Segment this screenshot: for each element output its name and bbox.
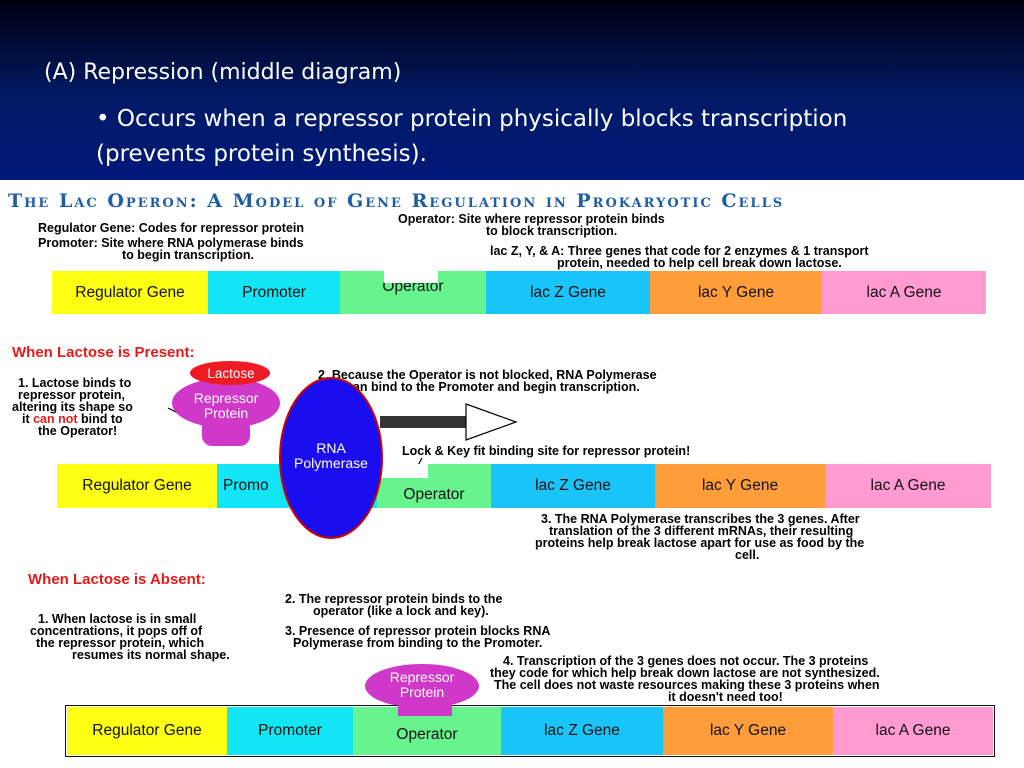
arrow-head: [465, 403, 518, 441]
absent-note1-line1: 1. When lactose is in small: [38, 612, 197, 626]
present-note2-line2: can bind to the Promoter and begin trans…: [346, 380, 640, 394]
note-regulator: Regulator Gene: Codes for repressor prot…: [38, 221, 305, 235]
absent-note3-line1: 3. Presence of repressor protein blocks …: [285, 624, 551, 638]
present-note1-line3: altering its shape so: [12, 400, 133, 414]
slide-header-background: [0, 0, 1024, 180]
rna-label-line2: Polymerase: [294, 455, 368, 471]
present-note2-line1: 2. Because the Operator is not blocked, …: [318, 368, 657, 382]
present-note1-bind-to: bind to: [77, 412, 123, 426]
gene-regulator-middle: Regulator Gene: [57, 464, 217, 508]
lactose-label: Lactose: [207, 366, 255, 381]
present-note1-line4: it can not bind to: [22, 412, 123, 426]
gene-lac-a-bottom: lac A Gene: [833, 707, 993, 755]
gene-regulator: Regulator Gene: [52, 271, 208, 314]
gene-lac-y-bottom: lac Y Gene: [663, 707, 833, 755]
slide-heading: (A) Repression (middle diagram): [44, 60, 402, 85]
slide-bullet: • Occurs when a repressor protein physic…: [96, 102, 996, 172]
present-note3-line2: translation of the 3 different mRNAs, th…: [549, 524, 854, 538]
note-lac-genes-1: lac Z, Y, & A: Three genes that code for…: [490, 244, 869, 258]
gene-lac-z-middle: lac Z Gene: [491, 464, 655, 508]
gene-lac-z: lac Z Gene: [486, 271, 650, 314]
absent-note1-line3: the repressor protein, which: [36, 636, 205, 650]
gene-promoter: Promoter: [208, 271, 340, 314]
gene-lac-a-middle: lac A Gene: [825, 464, 991, 508]
gene-lac-y: lac Y Gene: [650, 271, 822, 314]
present-note1-it: it: [22, 412, 34, 426]
absent-heading: When Lactose is Absent:: [28, 571, 206, 588]
bullet-line-2: (prevents protein synthesis).: [96, 141, 427, 167]
note-lac-genes-2: protein, needed to help cell break down …: [557, 256, 842, 270]
operator-open-site: [378, 464, 428, 478]
gene-lac-a: lac A Gene: [822, 271, 986, 314]
bullet-line-1: • Occurs when a repressor protein physic…: [96, 106, 848, 132]
operator-binding-notch: [384, 271, 438, 283]
note-promoter-2: to begin transcription.: [122, 248, 254, 262]
repressor-absent-line2: Protein: [399, 684, 445, 700]
rna-polymerase-label: RNA Polymerase: [272, 441, 390, 471]
repressor-label-line2: Protein: [203, 405, 249, 421]
note-operator-1: Operator: Site where repressor protein b…: [398, 212, 665, 226]
repressor-body: [172, 378, 280, 428]
lock-key-label: Lock & Key fit binding site for represso…: [402, 444, 691, 458]
present-note1-line5: the Operator!: [38, 424, 118, 438]
absent-note4-line4: it doesn't need too!: [668, 690, 783, 704]
repressor-lactose-complex: [167, 361, 280, 446]
arrow-shaft: [380, 416, 468, 428]
present-note3-line3: proteins help break lactose apart for us…: [535, 536, 865, 550]
present-note1-can-not: can not: [33, 412, 78, 426]
note-promoter-1: Promoter: Site where RNA polymerase bind…: [38, 236, 304, 250]
repressor-label-present: Repressor Protein: [170, 391, 282, 421]
lac-operon-diagram: The Lac Operon: A Model of Gene Regulati…: [0, 180, 1024, 768]
absent-note4-line1: 4. Transcription of the 3 genes does not…: [503, 654, 869, 668]
absent-note4-line2: they code for which help break down lact…: [490, 666, 880, 680]
repressor-body-bound: [365, 664, 479, 708]
transcription-arrow: [380, 403, 518, 441]
present-note3-line1: 3. The RNA Polymerase transcribes the 3 …: [541, 512, 860, 526]
gene-lac-y-middle: lac Y Gene: [655, 464, 825, 508]
lactose-molecule: [190, 361, 270, 385]
repressor-absent-line1: Repressor: [389, 669, 455, 685]
absent-note1-line2: concentrations, it pops off of: [30, 624, 203, 638]
absent-note3-line2: Polymerase from binding to the Promoter.: [293, 636, 543, 650]
absent-note1-line4: resumes its normal shape.: [72, 648, 230, 662]
gene-lac-z-bottom: lac Z Gene: [501, 707, 663, 755]
gene-regulator-bottom: Regulator Gene: [67, 707, 227, 755]
absent-note4-line3: The cell does not waste resources making…: [494, 678, 880, 692]
repressor-label-absent: Repressor Protein: [362, 670, 482, 700]
dna-strip-bottom-frame: [65, 705, 995, 757]
gene-promoter-bottom: Promoter: [227, 707, 353, 755]
present-note3-line4: cell.: [735, 548, 760, 562]
present-note1-line2: repressor protein,: [18, 388, 125, 402]
absent-note2-line1: 2. The repressor protein binds to the: [285, 592, 503, 606]
present-heading: When Lactose is Present:: [12, 344, 195, 361]
diagram-title: The Lac Operon: A Model of Gene Regulati…: [8, 190, 785, 212]
present-note1-line1: 1. Lactose binds to: [18, 376, 132, 390]
repressor-operator-contact: [398, 704, 452, 716]
repressor-label-line1: Repressor: [193, 390, 259, 406]
note-operator-2: to block transcription.: [486, 224, 618, 238]
absent-note2-line2: operator (like a lock and key).: [313, 604, 489, 618]
rna-polymerase-oval: [279, 377, 383, 539]
rna-label-line1: RNA: [316, 440, 346, 456]
